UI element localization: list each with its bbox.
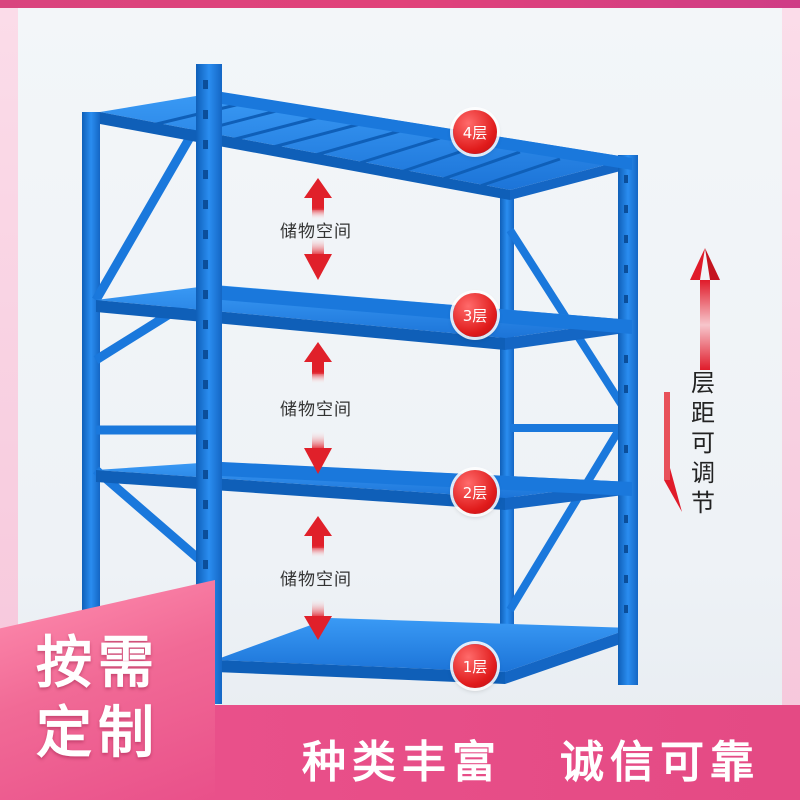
reliability-slogan: 诚信可靠	[560, 737, 760, 788]
right-border-strip	[782, 8, 800, 800]
note-char: 层	[691, 369, 715, 397]
left-side-braces	[92, 117, 204, 564]
adjustment-arrow	[664, 248, 720, 512]
variety-slogan: 种类丰富	[302, 737, 502, 788]
back-left-post	[82, 112, 100, 672]
shelf-deck-1	[215, 618, 632, 684]
note-char: 可	[691, 429, 715, 457]
layer-badge-2: 2层	[453, 470, 497, 514]
bottom-banner	[215, 705, 800, 800]
custom-order-line-1: 按需	[36, 631, 160, 696]
layer-badge-3: 3层	[453, 293, 497, 337]
storage-space-label: 储物空间	[280, 222, 352, 242]
right-side-braces	[506, 227, 629, 613]
note-char: 距	[691, 399, 715, 427]
front-right-post	[618, 155, 638, 685]
left-border-strip	[0, 8, 18, 800]
custom-order-line-2: 定制	[36, 701, 160, 766]
back-right-post	[500, 190, 514, 630]
note-char: 节	[691, 489, 715, 517]
front-beams	[222, 92, 632, 496]
storage-arrows	[304, 178, 332, 640]
layer-badge-1: 1层	[453, 644, 497, 688]
layer-badge-4: 4层	[453, 110, 497, 154]
adjustable-spacing-note: 层 距 可 调 节	[683, 368, 723, 518]
note-char: 调	[691, 459, 715, 487]
storage-space-label: 储物空间	[280, 570, 352, 590]
storage-space-label: 储物空间	[280, 400, 352, 420]
top-border	[0, 0, 800, 8]
